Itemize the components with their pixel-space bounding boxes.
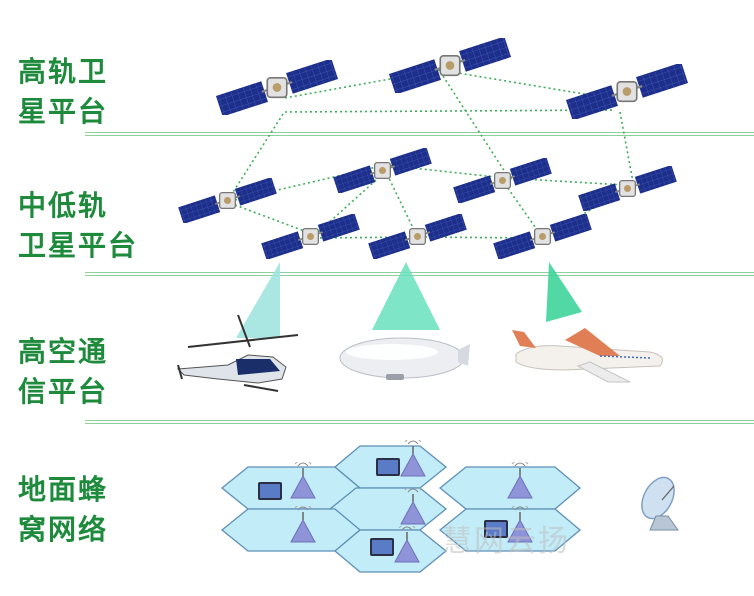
layer-label-hap: 高空通 信平台 xyxy=(18,332,108,412)
layer-label-hap-line1: 高空通 xyxy=(18,335,109,368)
mobile-phone-icon xyxy=(376,458,400,476)
leo-satellite-6 xyxy=(367,214,468,259)
layer-label-ground-line1: 地面蜂 xyxy=(18,473,109,506)
beam-1 xyxy=(236,262,280,338)
leo-satellite-5 xyxy=(260,214,361,259)
beam-3 xyxy=(546,262,582,322)
layer-label-geo: 高轨卫 星平台 xyxy=(18,52,108,132)
layer-label-leo: 中低轨 卫星平台 xyxy=(18,186,138,266)
satellite-dish-icon xyxy=(641,476,679,531)
geo-satellite-2 xyxy=(387,38,513,93)
layer-label-leo-line2: 卫星平台 xyxy=(18,229,139,262)
divider-leo-hap xyxy=(85,272,754,276)
satellite-link-lines xyxy=(227,69,634,239)
geo-satellite-3 xyxy=(564,64,690,119)
layer-label-ground: 地面蜂 窝网络 xyxy=(18,470,108,550)
layer-label-geo-line2: 星平台 xyxy=(18,95,109,128)
cell-6 xyxy=(438,508,582,552)
airplane-icon xyxy=(512,328,663,383)
leo-satellite-2 xyxy=(332,148,433,193)
divider-geo-leo xyxy=(85,132,754,136)
watermark-text: 慧网云扬 xyxy=(442,524,570,559)
mobile-phone-icon xyxy=(258,482,282,500)
divider-hap-ground xyxy=(85,420,754,424)
airship-icon xyxy=(339,337,470,380)
cellular-hex-grid xyxy=(220,445,582,573)
leo-satellite-1 xyxy=(177,178,278,223)
leo-satellite-4 xyxy=(577,166,678,211)
cell-5 xyxy=(220,508,362,552)
leo-satellite-7 xyxy=(492,214,593,259)
beam-2 xyxy=(372,262,440,330)
geo-satellite-1 xyxy=(214,60,340,115)
layer-label-ground-line2: 窝网络 xyxy=(18,513,109,546)
layer-label-geo-line1: 高轨卫 xyxy=(18,55,109,88)
leo-satellite-3 xyxy=(452,158,553,203)
layer-label-hap-line2: 信平台 xyxy=(18,375,109,408)
layer-label-leo-line1: 中低轨 xyxy=(18,189,109,222)
mobile-phone-icon xyxy=(370,538,394,556)
helicopter-icon xyxy=(176,314,299,392)
cell-3 xyxy=(438,466,582,510)
